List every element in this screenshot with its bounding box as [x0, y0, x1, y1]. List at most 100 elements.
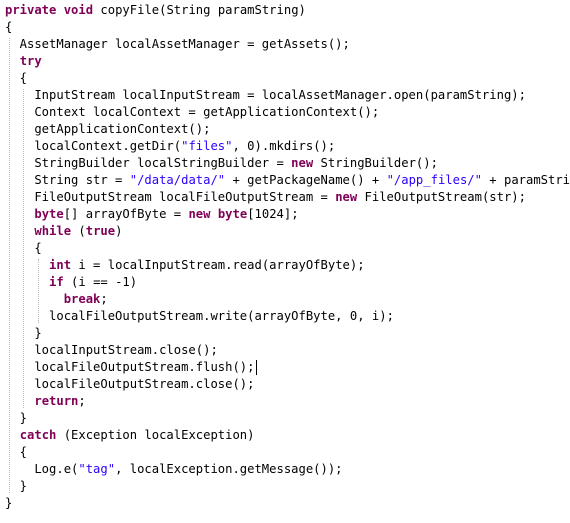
keyword-token: while — [34, 224, 72, 238]
code-token: ).mkdirs(); — [254, 139, 336, 153]
string-token: "tag" — [78, 462, 116, 476]
code-token: String str = — [5, 173, 130, 187]
code-token: [ — [247, 207, 255, 221]
number-token: 1024 — [254, 207, 284, 221]
code-token: (i == — [63, 275, 116, 289]
code-token: InputStream localInputStream = localAsse… — [5, 88, 526, 102]
keyword-token: private — [5, 3, 57, 17]
keyword-token: byte — [217, 207, 248, 221]
keyword-token: true — [85, 224, 116, 238]
code-token: FileOutputStream localFileOutputStream = — [5, 190, 336, 204]
code-line: InputStream localInputStream = localAsse… — [5, 87, 570, 104]
code-line: localInputStream.close(); — [5, 342, 570, 359]
code-token — [5, 224, 34, 238]
code-line: StringBuilder localStringBuilder = new S… — [5, 155, 570, 172]
number-token: 0 — [247, 139, 255, 153]
keyword-token: int — [49, 258, 72, 272]
code-token — [5, 292, 64, 306]
code-token: ) — [129, 275, 138, 289]
code-line: localFileOutputStream.write(arrayOfByte,… — [5, 308, 570, 325]
code-token — [210, 207, 217, 221]
code-line: FileOutputStream localFileOutputStream =… — [5, 189, 570, 206]
code-line: { — [5, 19, 570, 36]
code-token — [5, 207, 34, 221]
code-token: localInputStream.close(); — [5, 343, 218, 357]
code-line: Log.e("tag", localException.getMessage()… — [5, 461, 570, 478]
code-token: { — [5, 445, 28, 459]
code-token: + paramString; — [489, 173, 570, 187]
code-token: } — [5, 479, 28, 493]
code-token: ) — [115, 224, 123, 238]
code-token: Context localContext = getApplicationCon… — [5, 105, 380, 119]
code-token: StringBuilder localStringBuilder = — [5, 156, 292, 170]
code-token: } — [5, 411, 28, 425]
code-line: Context localContext = getApplicationCon… — [5, 104, 570, 121]
string-token: "/app_files/" — [386, 173, 482, 187]
number-token: 0 — [349, 309, 358, 323]
code-token: , — [232, 139, 248, 153]
code-line: { — [5, 444, 570, 461]
code-token: [] arrayOfByte = — [63, 207, 189, 221]
code-token: localFileOutputStream.close(); — [5, 377, 255, 391]
code-token: copyFile(String paramString) — [93, 3, 306, 17]
code-line: AssetManager localAssetManager = getAsse… — [5, 36, 570, 53]
keyword-token: return — [34, 394, 79, 408]
code-token: localFileOutputStream.write(arrayOfByte, — [5, 309, 350, 323]
code-token — [5, 428, 20, 442]
code-line: break; — [5, 291, 570, 308]
code-line: try — [5, 53, 570, 70]
keyword-token: new — [335, 190, 358, 204]
string-token: "/data/data/" — [129, 173, 226, 187]
code-line: { — [5, 240, 570, 257]
code-line: localFileOutputStream.close(); — [5, 376, 570, 393]
code-token: getApplicationContext(); — [5, 122, 211, 136]
code-token: } — [5, 326, 42, 340]
keyword-token: if — [49, 275, 64, 289]
code-token: Log.e( — [5, 462, 79, 476]
code-token: , i); — [357, 309, 394, 323]
code-token: + getPackageName() + — [225, 173, 387, 187]
code-token: (Exception localException) — [56, 428, 255, 442]
keyword-token: byte — [34, 207, 64, 221]
code-line: String str = "/data/data/" + getPackageN… — [5, 172, 570, 189]
code-line: if (i == -1) — [5, 274, 570, 291]
keyword-token: new — [291, 156, 314, 170]
code-block[interactable]: private void copyFile(String paramString… — [5, 2, 570, 512]
code-token: StringBuilder(); — [313, 156, 438, 170]
code-line: while (true) — [5, 223, 570, 240]
code-line: localFileOutputStream.flush(); — [5, 359, 570, 376]
keyword-token: void — [63, 3, 94, 17]
code-line: } — [5, 495, 570, 512]
code-line: } — [5, 478, 570, 495]
code-token: ; — [100, 292, 108, 306]
code-line: return; — [5, 393, 570, 410]
number-token: -1 — [115, 275, 130, 289]
code-token: { — [5, 20, 13, 34]
code-token — [5, 54, 20, 68]
code-line: getApplicationContext(); — [5, 121, 570, 138]
code-token: localContext.getDir( — [5, 139, 182, 153]
code-token — [56, 3, 63, 17]
keyword-token: new — [188, 207, 211, 221]
keyword-token: try — [19, 54, 42, 68]
code-token — [5, 394, 34, 408]
text-caret — [256, 360, 257, 375]
code-line: localContext.getDir("files", 0).mkdirs()… — [5, 138, 570, 155]
string-token: "files" — [181, 139, 233, 153]
code-token: { — [5, 241, 42, 255]
code-token: , localException.getMessage()); — [115, 462, 343, 476]
code-line: byte[] arrayOfByte = new byte[1024]; — [5, 206, 570, 223]
code-token — [5, 275, 49, 289]
code-token: { — [5, 71, 28, 85]
code-token: ( — [71, 224, 86, 238]
code-line: } — [5, 325, 570, 342]
code-token: ; — [78, 394, 86, 408]
keyword-token: break — [63, 292, 101, 306]
code-token — [5, 258, 49, 272]
code-token: ]; — [283, 207, 299, 221]
code-token: FileOutputStream(str); — [357, 190, 526, 204]
code-line: catch (Exception localException) — [5, 427, 570, 444]
code-token: i = localInputStream.read(arrayOfByte); — [71, 258, 365, 272]
code-token: AssetManager localAssetManager = getAsse… — [5, 37, 350, 51]
